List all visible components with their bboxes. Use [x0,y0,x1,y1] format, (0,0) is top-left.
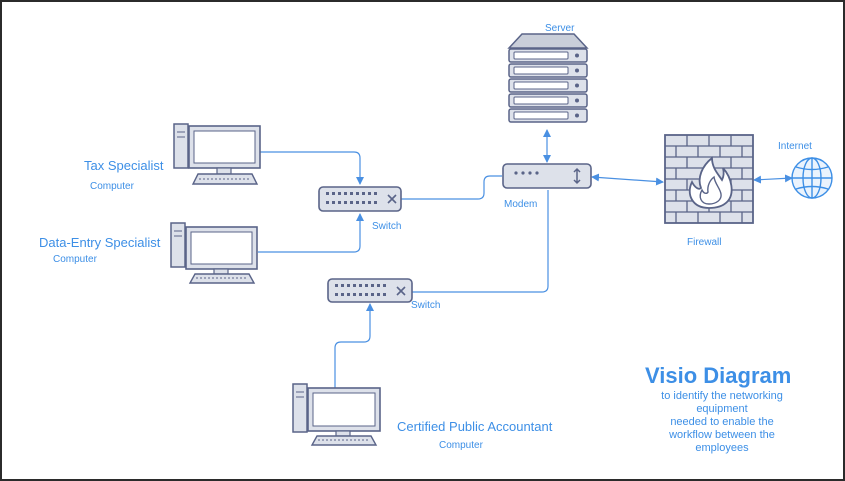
computer-icon-data-entry [170,222,258,284]
description-line: equipment [696,403,748,415]
link-modem-firewall [591,173,664,186]
link-tax-to-switch [260,151,364,185]
switch-top-label: Switch [372,221,402,232]
tax-specialist-label: Tax Specialist [84,158,164,173]
link-firewall-internet [753,174,793,184]
link-modem-to-switch2 [412,190,549,293]
link-cpa-to-switch2 [334,303,374,388]
computer-icon-cpa [292,383,381,446]
link-dataentry-to-switch [258,213,364,253]
link-switch-to-modem [400,175,502,200]
data-entry-type: Computer [53,254,97,265]
modem-icon [502,163,592,189]
computer-icon-tax [173,123,261,185]
description-line: workflow between the [669,429,775,441]
firewall-label: Firewall [687,237,722,248]
diagram-title: Visio Diagram [645,363,792,388]
server-icon [507,33,589,123]
modem-label: Modem [504,199,538,210]
tax-specialist-type: Computer [90,181,134,192]
description-line: needed to enable the [670,416,774,428]
description-line: employees [695,442,749,454]
switch-bottom-icon [327,278,413,303]
cpa-type: Computer [439,440,483,451]
internet-label: Internet [778,141,812,152]
server-label: Server [545,23,575,34]
data-entry-label: Data-Entry Specialist [39,235,161,250]
internet-globe-icon [791,157,833,199]
switch-bottom-label: Switch [411,300,441,311]
firewall-icon [664,134,754,224]
description-line: to identify the networking [661,390,783,402]
diagram-description: to identify the networking equipment nee… [642,390,802,455]
switch-top-icon [318,186,402,212]
cpa-label: Certified Public Accountant [397,419,553,434]
